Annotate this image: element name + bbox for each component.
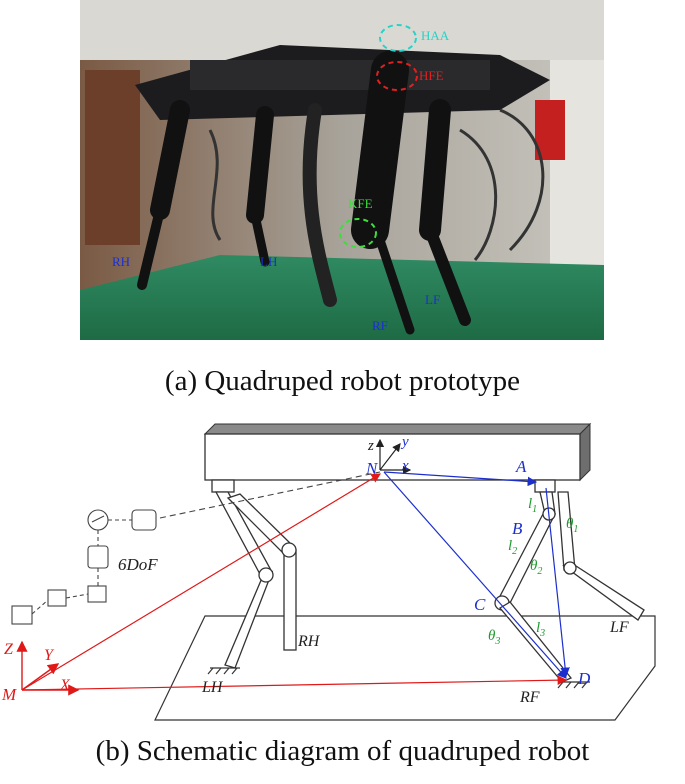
lh-foot-label: LH <box>201 679 224 696</box>
theta2-subscript: 2 <box>537 566 542 577</box>
rh-foot-label: RH <box>297 633 321 650</box>
lf-leg-label: LF <box>425 292 440 307</box>
body-z-label: z <box>367 438 374 454</box>
front-legs <box>494 479 645 683</box>
hfe-joint-marker <box>376 61 418 91</box>
haa-joint-marker <box>379 24 417 52</box>
robot-body-box <box>203 422 592 482</box>
point-a-label: A <box>515 457 527 476</box>
caption-prototype: (a) Quadruped robot prototype <box>164 365 521 397</box>
world-x-label: X <box>59 677 71 694</box>
ground-plane <box>154 615 656 721</box>
body-y-label: y <box>400 434 409 450</box>
point-m-label: M <box>1 685 17 704</box>
theta1-subscript: 1 <box>573 524 578 535</box>
green-floor <box>80 255 604 340</box>
world-y-label: Y <box>44 647 55 664</box>
rf-foot-label: RF <box>519 689 540 706</box>
motion-capture-chain <box>11 471 381 625</box>
theta3-label: θ <box>488 628 496 644</box>
six-dof-label: 6DoF <box>118 555 158 574</box>
rh-leg-label: RH <box>112 254 130 269</box>
rf-leg-label: RF <box>372 318 388 333</box>
kfe-label: KFE <box>348 196 373 211</box>
svg-text:θ3: θ3 <box>488 628 500 647</box>
theta1-label: θ <box>566 516 574 532</box>
hfe-label: HFE <box>419 68 444 83</box>
l1-label: l <box>528 496 532 512</box>
point-c-label: C <box>474 595 486 614</box>
robot-schematic-diagram: z y x N A B C D l1 l2 l3 θ1 θ2 θ3 6DoF Z… <box>1 422 656 721</box>
lh-leg-label: LH <box>260 254 277 269</box>
robot-prototype-photo: HAA HFE KFE RH LH LF RF <box>80 0 604 340</box>
svg-text:l1: l1 <box>528 496 537 515</box>
svg-text:l2: l2 <box>508 538 517 557</box>
l1-subscript: 1 <box>532 504 537 515</box>
l3-subscript: 3 <box>539 628 545 639</box>
body-x-label: x <box>401 458 409 474</box>
theta3-subscript: 3 <box>494 636 500 647</box>
hind-legs <box>211 479 297 669</box>
world-z-label: Z <box>4 641 14 658</box>
svg-text:θ2: θ2 <box>530 558 542 577</box>
l3-label: l <box>536 620 540 636</box>
theta2-label: θ <box>530 558 538 574</box>
kfe-joint-marker <box>339 218 377 248</box>
body-frame-axes <box>375 438 412 475</box>
lf-foot-label: LF <box>609 619 629 636</box>
position-vectors-blue <box>383 471 570 679</box>
point-n-label: N <box>365 459 379 478</box>
haa-label: HAA <box>421 28 450 43</box>
point-d-label: D <box>577 669 591 688</box>
point-b-label: B <box>512 519 523 538</box>
l2-subscript: 2 <box>512 546 517 557</box>
robot-legs <box>137 51 471 335</box>
caption-schematic: (b) Schematic diagram of quadruped robot <box>95 735 590 767</box>
position-vectors-red <box>21 473 568 691</box>
svg-text:l3: l3 <box>536 620 545 639</box>
l2-label: l <box>508 538 512 554</box>
svg-text:θ1: θ1 <box>566 516 578 535</box>
